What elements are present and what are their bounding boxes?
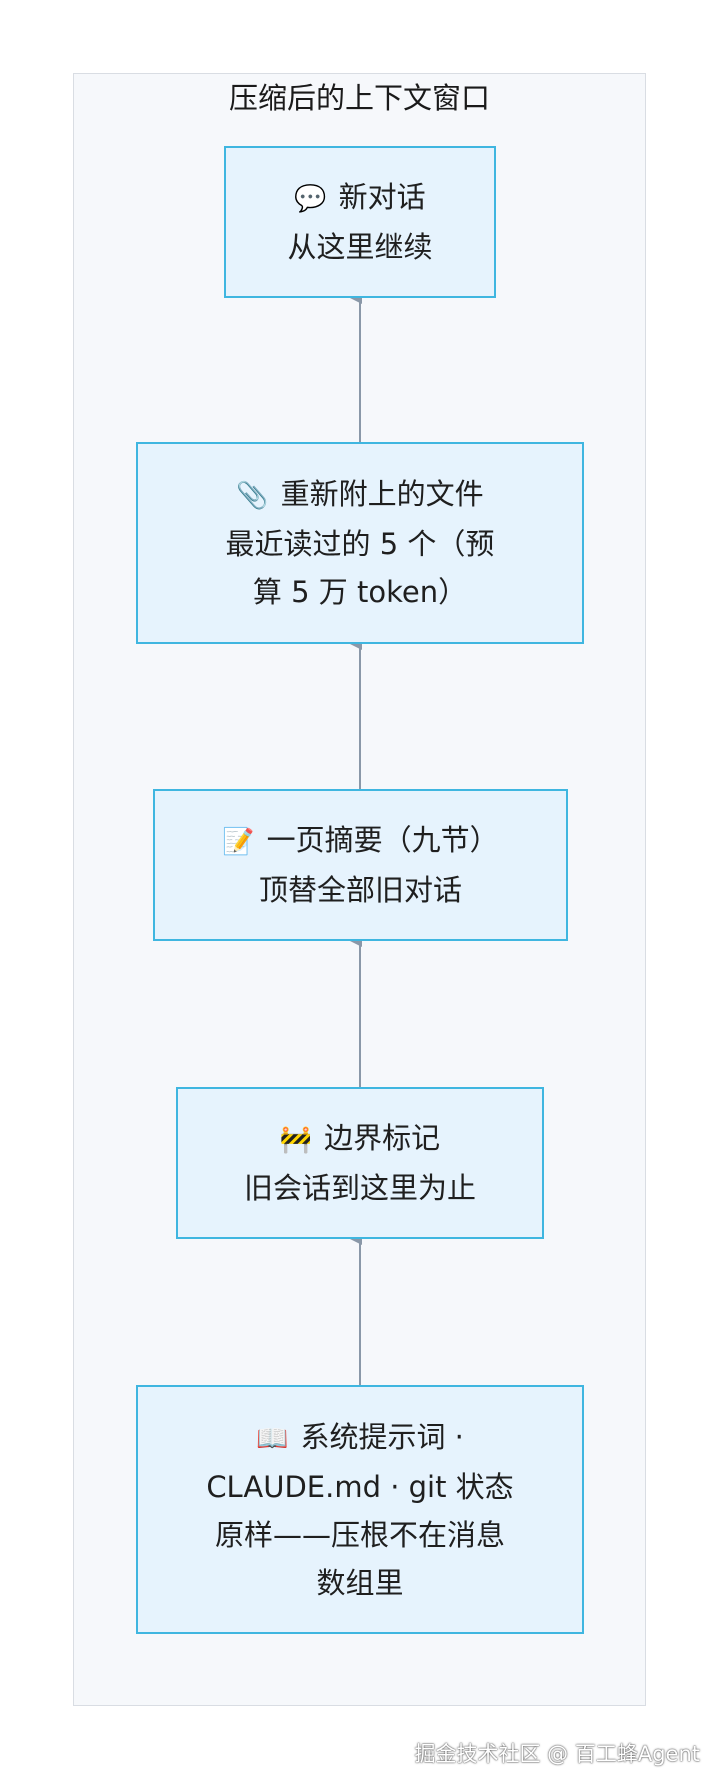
node-subtitle: 从这里继续 bbox=[287, 230, 433, 264]
watermark: 掘金技术社区 @ 百工蜂Agent bbox=[414, 1742, 700, 1766]
node-title: 重新附上的文件 bbox=[280, 477, 484, 511]
node-title: 系统提示词 · bbox=[300, 1419, 464, 1454]
speech-bubble-icon: 💬 bbox=[294, 184, 327, 214]
node-system-prompt: 📖 系统提示词 · CLAUDE.md · git 状态 原样——压根不在消息 数… bbox=[136, 1385, 584, 1634]
node-new-conversation: 💬 新对话 从这里继续 bbox=[224, 146, 496, 298]
node-boundary-marker: 🚧 边界标记 旧会话到这里为止 bbox=[176, 1087, 544, 1239]
node-summary: 📝 一页摘要（九节） 顶替全部旧对话 bbox=[153, 789, 568, 941]
memo-icon: 📝 bbox=[222, 827, 255, 857]
node-subtitle: 旧会话到这里为止 bbox=[243, 1171, 476, 1205]
node-line: 原样——压根不在消息 bbox=[214, 1517, 505, 1552]
node-line: CLAUDE.md · git 状态 bbox=[206, 1469, 514, 1504]
node-title: 一页摘要（九节） bbox=[266, 823, 499, 857]
node-reattached-files: 📎 重新附上的文件 最近读过的 5 个（预 算 5 万 token） bbox=[136, 442, 584, 644]
construction-barrier-icon: 🚧 bbox=[279, 1125, 313, 1155]
node-title: 新对话 bbox=[338, 180, 426, 214]
node-line: 算 5 万 token） bbox=[252, 575, 468, 609]
node-line: 数组里 bbox=[316, 1565, 404, 1600]
panel-title: 压缩后的上下文窗口 bbox=[228, 81, 490, 115]
open-book-icon: 📖 bbox=[256, 1423, 289, 1454]
node-title: 边界标记 bbox=[324, 1121, 441, 1155]
node-subtitle: 顶替全部旧对话 bbox=[258, 873, 462, 907]
paperclip-icon: 📎 bbox=[236, 481, 269, 511]
node-line: 最近读过的 5 个（预 bbox=[225, 527, 495, 561]
